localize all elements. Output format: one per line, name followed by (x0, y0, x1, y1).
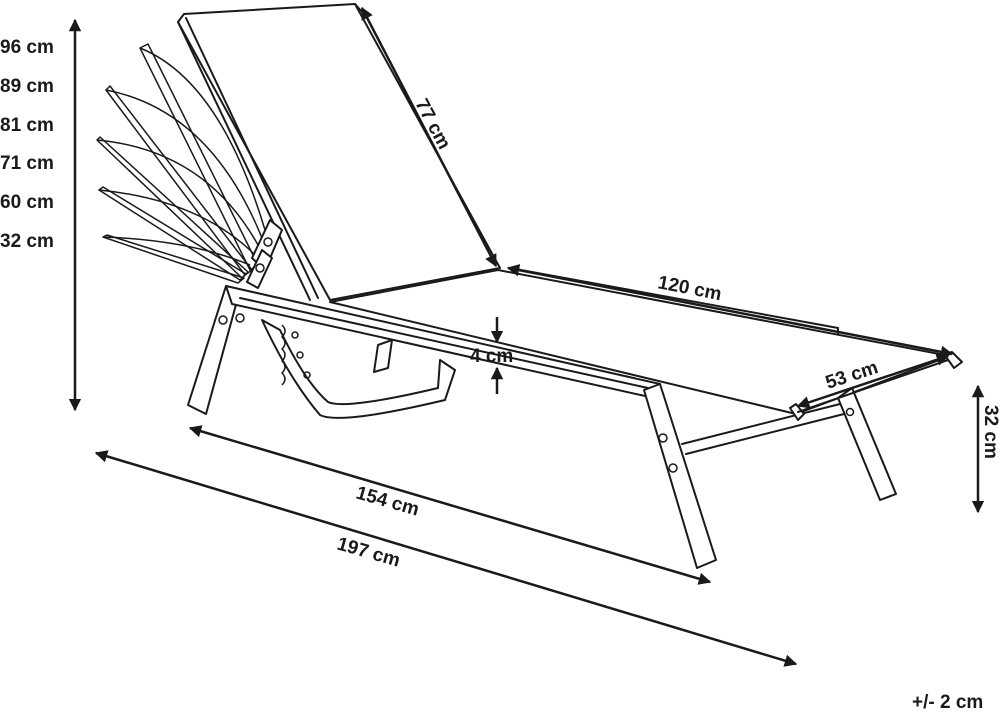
height-label-89: 89 cm (0, 76, 54, 97)
height-label-96: 96 cm (0, 37, 54, 58)
height-label-81: 81 cm (0, 115, 54, 136)
height-label-32: 32 cm (0, 231, 54, 252)
height-label-60: 60 cm (0, 192, 54, 213)
ratchet (261, 319, 456, 419)
height-label-71: 71 cm (0, 153, 54, 174)
leg-height-dimension: 32 cm (971, 384, 1000, 514)
frame-length-label: 154 cm (354, 483, 422, 521)
thickness-label: 4 cm (470, 346, 513, 367)
total-length-label: 197 cm (335, 534, 403, 572)
height-scale: 96 cm 89 cm 81 cm 71 cm 60 cm 32 cm (0, 18, 82, 412)
tolerance-note: +/- 2 cm (912, 692, 983, 713)
thickness-dimension: 4 cm (470, 317, 513, 394)
leg-height-label: 32 cm (980, 405, 1000, 459)
hinge-bracket (246, 219, 283, 289)
